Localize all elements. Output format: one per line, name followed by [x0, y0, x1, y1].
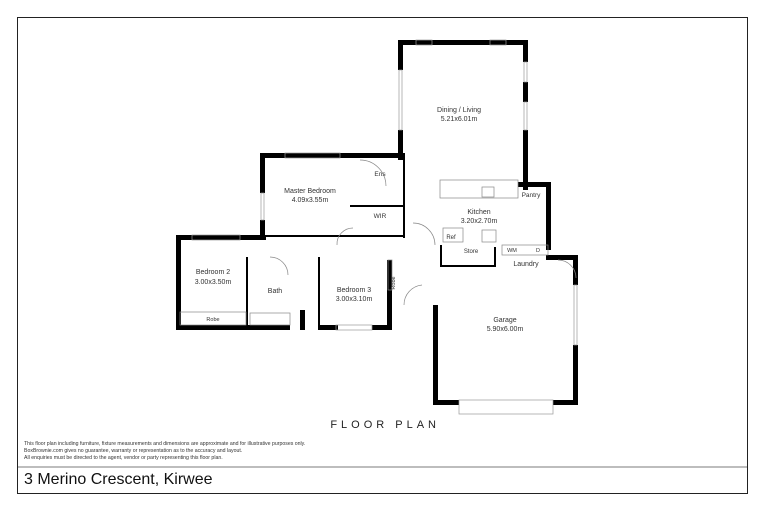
- page-border: [17, 17, 748, 494]
- room-bath: Bath: [268, 288, 283, 295]
- room-bedroom-3-size: 3.00x3.10m: [336, 296, 373, 303]
- divider: [18, 466, 747, 468]
- room-garage: Garage: [493, 317, 516, 324]
- walls: [176, 40, 578, 405]
- room-robe-2: Robe: [206, 317, 219, 323]
- room-store: Store: [464, 249, 479, 255]
- room-labels: Dining / Living 5.21x6.01m Master Bedroo…: [195, 107, 541, 333]
- room-ensuite: Ens: [374, 171, 386, 178]
- floor-plan-title: FLOOR PLAN: [330, 419, 440, 431]
- room-dining-living: Dining / Living: [437, 107, 481, 114]
- room-master-bedroom-size: 4.09x3.55m: [292, 197, 329, 204]
- room-bedroom-2: Bedroom 2: [196, 269, 230, 276]
- room-dining-living-size: 5.21x6.01m: [441, 116, 478, 123]
- appliance-dryer: D: [536, 248, 540, 254]
- room-master-bedroom: Master Bedroom: [284, 188, 336, 195]
- disclaimer-line: All enquiries must be directed to the ag…: [24, 455, 223, 461]
- room-wir: WIR: [374, 213, 387, 220]
- room-garage-size: 5.90x6.00m: [487, 326, 524, 333]
- room-bedroom-2-size: 3.00x3.50m: [195, 279, 232, 286]
- room-robe-3: Robe: [391, 276, 397, 289]
- windows: [191, 39, 578, 415]
- disclaimer-line: BoxBrownie.com gives no guarantee, warra…: [24, 448, 243, 454]
- disclaimer: This floor plan including furniture, fix…: [24, 441, 305, 462]
- disclaimer-line: This floor plan including furniture, fix…: [24, 441, 306, 447]
- property-address: 3 Merino Crescent, Kirwee: [24, 471, 213, 488]
- room-kitchen: Kitchen: [467, 209, 490, 216]
- room-kitchen-size: 3.20x2.70m: [461, 218, 498, 225]
- room-pantry: Pantry: [522, 192, 542, 199]
- room-bedroom-3: Bedroom 3: [337, 287, 371, 294]
- room-ref: Ref: [446, 235, 456, 241]
- fixtures: [179, 159, 577, 326]
- appliance-wm: WM: [507, 248, 517, 254]
- room-laundry: Laundry: [513, 261, 539, 268]
